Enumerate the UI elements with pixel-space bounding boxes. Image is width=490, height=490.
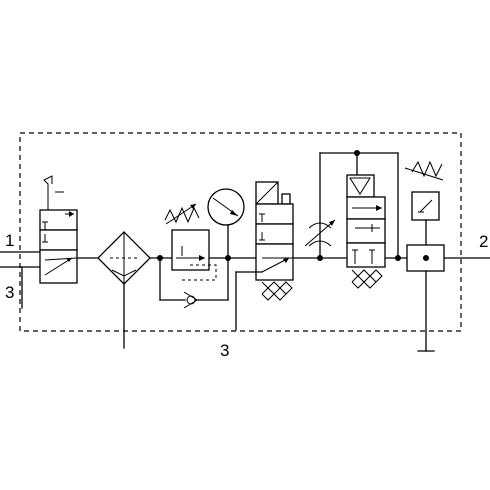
- port-label-exhaust-bottom: 3: [220, 341, 229, 360]
- pressure-gauge: [207, 188, 245, 259]
- junction-dot: [354, 150, 360, 156]
- assembly-boundary: [19, 132, 462, 332]
- pressure-regulator: [159, 203, 229, 309]
- solenoid-valve: [235, 181, 294, 331]
- port-label-inlet: 1: [5, 231, 14, 250]
- flow-control-throttle: [304, 152, 399, 259]
- filter-separator: [97, 231, 151, 349]
- junction-dot: [157, 255, 163, 261]
- junction-dot: [395, 255, 401, 261]
- manual-shutoff-valve: [39, 175, 78, 284]
- junction-dot: [317, 255, 323, 261]
- junction-dot: [225, 255, 231, 261]
- pressure-switch: [404, 160, 444, 246]
- port-label-outlet: 2: [479, 232, 488, 251]
- port-label-exhaust-left: 3: [5, 283, 14, 302]
- soft-start-valve: [346, 152, 386, 289]
- junction-dot: [423, 255, 429, 261]
